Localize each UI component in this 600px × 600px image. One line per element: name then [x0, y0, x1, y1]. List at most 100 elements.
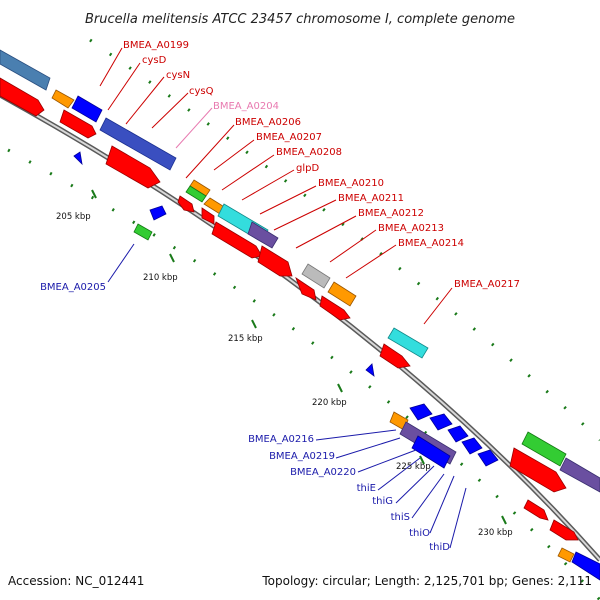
leader-bmea-a0219: [335, 437, 401, 459]
tick-label-215: 215 kbp: [228, 334, 263, 344]
gene-block-upper-12: [387, 327, 429, 359]
gene-label-bmea-a0211: BMEA_A0211: [338, 193, 404, 204]
leader-bmea-a0213: [329, 229, 377, 263]
leader-thie: [377, 457, 421, 491]
leader-bmea-a0206: [185, 124, 235, 179]
gene-block-bmea-a0213: [295, 276, 317, 301]
gene-block-upper-6: [185, 185, 207, 203]
gene-block-rev-small-2: [73, 151, 83, 166]
feature-track-forward-upper: [0, 49, 600, 493]
gene-block-thi-5: [477, 449, 499, 467]
tick-label-230: 230 kbp: [478, 528, 513, 538]
leader-bmea-a0210: [259, 185, 317, 215]
accession-text: Accession: NC_012441: [8, 574, 144, 588]
gene-block-glpd: [211, 221, 263, 259]
gene-block-thi-4: [461, 437, 483, 455]
tick-mark-225: [419, 455, 425, 465]
gene-label-bmea-a0206: BMEA_A0206: [235, 117, 301, 128]
leader-bmea-a0205: [107, 243, 135, 283]
leader-cysq: [151, 92, 189, 129]
gene-block-upper-2: [51, 89, 75, 109]
gene-block-upper-13: [521, 431, 567, 467]
gene-label-bmea-a0220: BMEA_A0220: [290, 467, 356, 478]
gene-label-this: thiS: [391, 512, 410, 523]
leader-bmea-a0217: [423, 287, 453, 325]
gene-label-bmea-a0219: BMEA_A0219: [269, 451, 335, 462]
gene-block-bmea-a0208: [201, 207, 215, 225]
gene-label-bmea-a0213: BMEA_A0213: [378, 223, 444, 234]
leader-glpd: [241, 169, 295, 201]
leader-bmea-a0208: [221, 154, 275, 191]
gene-block-upper-11: [327, 281, 357, 307]
leader-thid: [449, 487, 467, 549]
gene-block-far-right-2: [523, 499, 549, 521]
feature-track-reverse: [73, 151, 600, 581]
gene-label-bmea-a0199: BMEA_A0199: [123, 40, 189, 51]
leader-bmea-a0207: [213, 139, 255, 171]
label-leaders: [99, 47, 467, 549]
leader-bmea-a0211: [273, 199, 337, 231]
tick-mark-215: [251, 319, 257, 329]
gene-label-thie: thiE: [357, 483, 376, 494]
leader-cysn: [125, 76, 165, 125]
gene-block-upper-4: [99, 117, 177, 171]
kbp-ticks: 205 kbp 210 kbp 215 kbp 220 kbp 225 kbp …: [56, 189, 513, 538]
gene-label-bmea-a0216: BMEA_A0216: [248, 434, 314, 445]
leader-bmea-a0214: [345, 244, 397, 279]
gene-label-thid: thiD: [429, 542, 450, 553]
tick-mark-230: [501, 515, 507, 525]
gene-block-bmea-a0217: [379, 343, 411, 369]
gene-block-thi-2: [429, 413, 453, 431]
leader-thio: [429, 475, 455, 534]
gene-label-cysd: cysD: [142, 55, 167, 66]
leader-this: [411, 473, 445, 519]
gene-label-bmea-a0207: BMEA_A0207: [256, 132, 322, 143]
leader-thig: [395, 465, 435, 504]
tick-label-210: 210 kbp: [143, 273, 178, 283]
gene-block-upper-14: [559, 457, 600, 493]
gene-block-thi-3: [447, 425, 469, 443]
leader-bmea-a0212: [295, 215, 357, 249]
gene-label-thio: thiO: [409, 528, 430, 539]
gene-label-bmea-a0214: BMEA_A0214: [398, 238, 464, 249]
leader-cysd: [107, 62, 141, 111]
gene-block-cysn: [105, 145, 161, 189]
gene-block-thi-1: [409, 403, 433, 421]
genome-summary-text: Topology: circular; Length: 2,125,701 bp…: [261, 574, 592, 588]
gene-label-bmea-a0208: BMEA_A0208: [276, 147, 342, 158]
feature-track-forward: [0, 77, 579, 541]
gene-block-bmea-a0206: [177, 195, 195, 213]
gene-label-thig: thiG: [372, 496, 393, 507]
tick-mark-210: [169, 253, 175, 263]
gene-block-upper-9: [247, 221, 279, 249]
gene-block-rev-small-1: [149, 205, 167, 221]
gene-block-bmea-a0210: [257, 245, 293, 277]
gene-block-cysd: [59, 109, 97, 139]
forward-gene-labels: BMEA_A0199 cysD cysN cysQ BMEA_A0204 BME…: [123, 40, 520, 290]
gene-block-rev-far-1: [557, 547, 575, 563]
gene-block-upper-1: [0, 49, 51, 91]
guide-dots: [7, 38, 600, 600]
leader-bmea-a0216: [315, 429, 397, 441]
gene-label-glpd: glpD: [296, 163, 319, 174]
tick-mark-220: [337, 383, 343, 393]
leader-bmea-a0199: [99, 47, 123, 87]
gene-block-bmea-a0199: [0, 77, 45, 117]
gene-block-rev-small-3: [365, 363, 375, 377]
map-title: Brucella melitensis ATCC 23457 chromosom…: [85, 12, 515, 27]
gene-label-bmea-a0205: BMEA_A0205: [40, 282, 106, 293]
gene-block-bmea-a0220: [411, 435, 451, 469]
gene-label-bmea-a0217: BMEA_A0217: [454, 279, 520, 290]
gene-label-bmea-a0210: BMEA_A0210: [318, 178, 384, 189]
gene-block-rev-far-2: [571, 551, 600, 581]
gene-block-far-right-1: [509, 447, 567, 493]
gene-label-bmea-a0204: BMEA_A0204: [213, 101, 279, 112]
leader-bmea-a0204: [175, 107, 213, 149]
gene-block-bmea-a0214: [319, 295, 351, 321]
gene-label-bmea-a0212: BMEA_A0212: [358, 208, 424, 219]
tick-label-225: 225 kbp: [396, 462, 431, 472]
gene-label-cysn: cysN: [166, 70, 190, 81]
gene-block-upper-3: [71, 95, 103, 123]
